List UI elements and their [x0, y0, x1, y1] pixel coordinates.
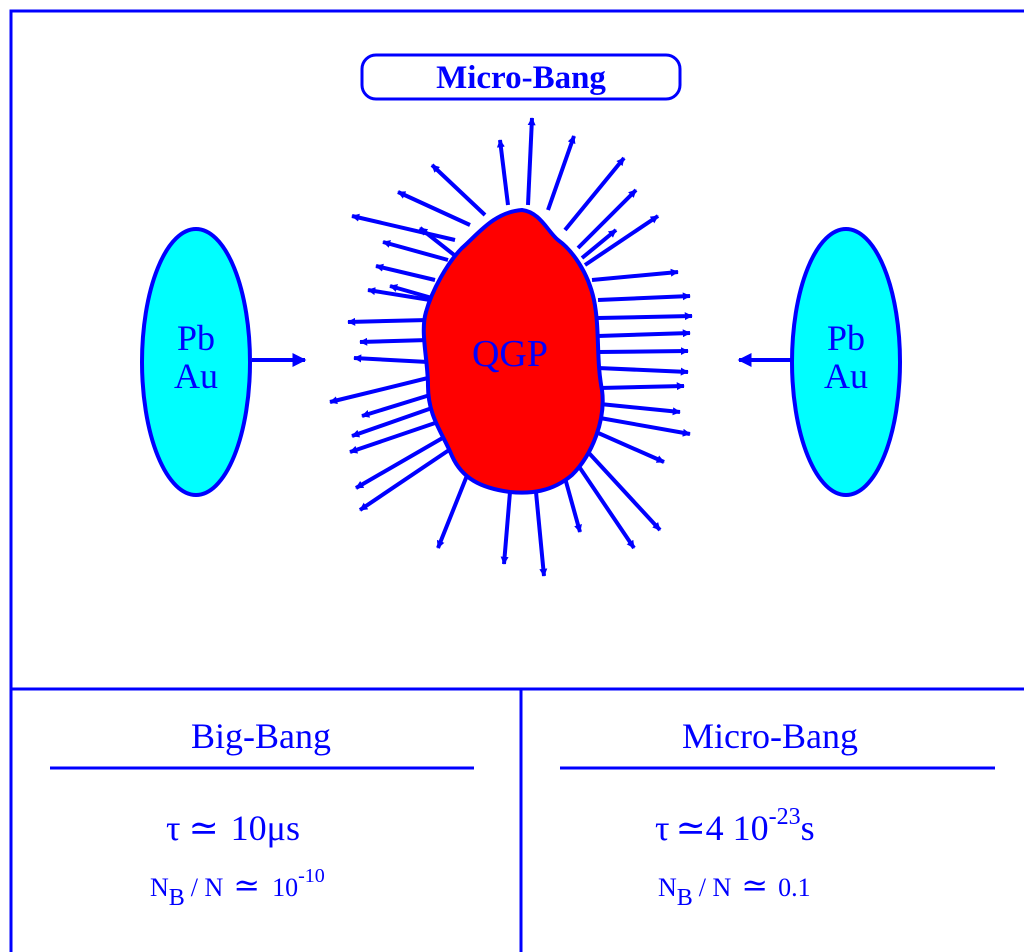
- emitted-particle-arrow: [578, 466, 636, 550]
- emitted-particle-arrow: [367, 287, 431, 302]
- tau-exponent: -23: [769, 804, 801, 830]
- emitted-particle-arrow: [354, 434, 448, 490]
- diagram-title: Micro-Bang: [436, 60, 606, 96]
- emitted-particle-arrow: [583, 214, 660, 267]
- emitted-particle-arrow: [597, 329, 691, 338]
- emitted-particle-arrow: [389, 284, 433, 300]
- tau-value: 10μs: [231, 808, 300, 848]
- emitted-particle-arrow: [329, 376, 429, 405]
- tau-symbol: τ: [655, 808, 669, 848]
- emitted-particle-arrow: [586, 450, 662, 532]
- emitted-particle-arrow: [349, 420, 439, 454]
- micro-bang-header: Micro-Bang: [682, 716, 858, 756]
- emitted-particle-arrow: [597, 366, 689, 376]
- emitted-particle-arrow: [382, 240, 449, 262]
- emitted-particle-arrow: [597, 347, 689, 356]
- emitted-particle-arrow: [597, 292, 691, 302]
- emitted-particle-arrow: [595, 430, 665, 464]
- emitted-particle-arrow: [599, 402, 681, 416]
- particle-arrows: [329, 117, 693, 577]
- left-nucleus-label-pb: Pb: [177, 318, 215, 358]
- micro-bang-tau: τ≃4 10-23s: [655, 804, 815, 848]
- ratio-subscript: B: [169, 885, 185, 911]
- ratio-rest: / N: [699, 873, 732, 902]
- emitted-particle-arrow: [351, 213, 456, 242]
- emitted-particle-arrow: [597, 312, 693, 321]
- emitted-particle-arrow: [358, 446, 454, 512]
- ratio-value: 0.1: [778, 873, 811, 902]
- emitted-particle-arrow: [563, 477, 582, 533]
- emitted-particle-arrow: [436, 467, 472, 549]
- emitted-particle-arrow: [347, 317, 429, 326]
- emitted-particle-arrow: [375, 263, 436, 282]
- emitted-particle-arrow: [351, 406, 433, 438]
- ratio-base: 10: [272, 873, 298, 902]
- outer-border: [9, 9, 1024, 952]
- tau-base: 4 10: [706, 808, 769, 848]
- ratio-relation: ≃: [233, 867, 260, 903]
- emitted-particle-arrow: [496, 139, 510, 206]
- ratio-n: N: [150, 873, 169, 902]
- big-bang-ratio: NB/ N ≃ 10-10: [150, 865, 325, 911]
- emitted-particle-arrow: [546, 135, 576, 211]
- emitted-particle-arrow: [418, 226, 460, 260]
- big-bang-header: Big-Bang: [191, 716, 331, 756]
- emitted-particle-arrow: [599, 416, 691, 437]
- tau-symbol: τ: [166, 808, 180, 848]
- big-bang-tau: τ≃ 10μs: [166, 808, 300, 848]
- emitted-particle-arrow: [563, 156, 626, 232]
- emitted-particle-arrow: [361, 393, 431, 418]
- emitted-particle-arrow: [526, 117, 536, 206]
- tau-unit: s: [801, 808, 815, 848]
- emitted-particle-arrow: [580, 228, 618, 260]
- emitted-particle-arrow: [599, 382, 685, 391]
- right-nucleus-label-pb: Pb: [827, 318, 865, 358]
- ratio-subscript: B: [677, 885, 693, 911]
- emitted-particle-arrow: [359, 337, 429, 346]
- tau-relation: ≃: [188, 808, 218, 848]
- micro-bang-ratio: NB/ N ≃ 0.1: [658, 867, 811, 911]
- emitted-particle-arrow: [591, 268, 679, 282]
- emitted-particle-arrow: [534, 491, 548, 577]
- qgp-blob: [421, 207, 605, 495]
- emitted-particle-arrow: [353, 354, 429, 364]
- left-nucleus-label-au: Au: [174, 356, 218, 396]
- ratio-relation: ≃: [741, 867, 768, 903]
- left-nucleus: [140, 227, 252, 497]
- ratio-exponent: -10: [298, 865, 325, 887]
- emitted-particle-arrow: [576, 188, 638, 250]
- right-nucleus-label-au: Au: [824, 356, 868, 396]
- ratio-rest: / N: [191, 873, 224, 902]
- emitted-particle-arrow: [430, 163, 487, 217]
- emitted-particle-arrow: [397, 190, 471, 227]
- title-box: [360, 53, 682, 101]
- ratio-n: N: [658, 873, 677, 902]
- qgp-label: QGP: [472, 333, 548, 375]
- tau-relation: ≃: [675, 808, 705, 848]
- emitted-particle-arrow: [500, 491, 512, 565]
